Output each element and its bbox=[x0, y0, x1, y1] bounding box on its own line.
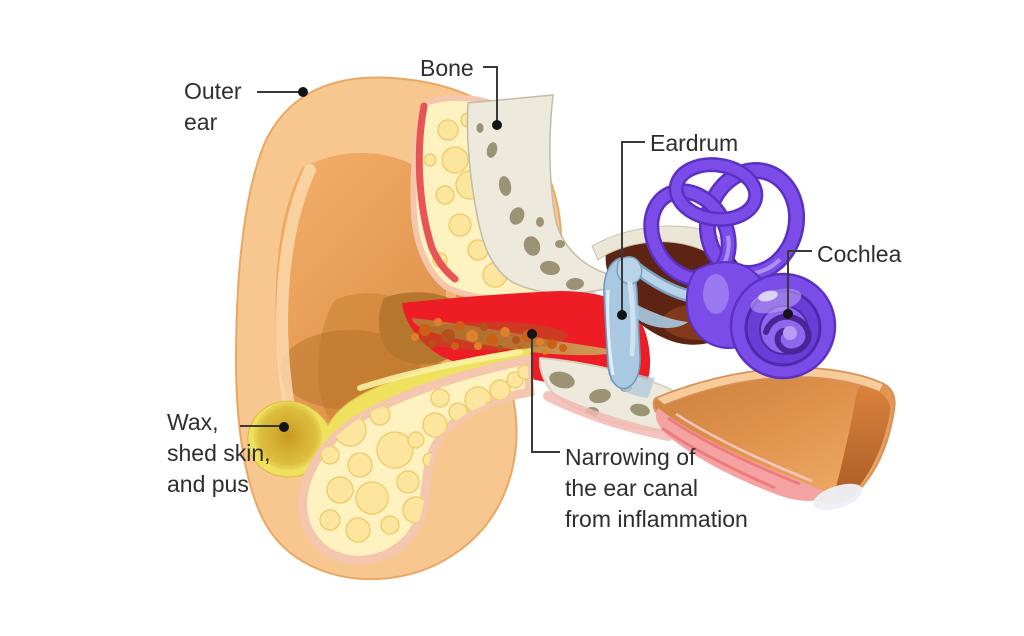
label-line: Bone bbox=[420, 55, 474, 81]
label-line: shed skin, bbox=[167, 440, 271, 466]
tube-skin-rim bbox=[654, 367, 886, 406]
leader-eardrum bbox=[621, 141, 645, 312]
helix-fold-edge bbox=[415, 102, 459, 283]
label-line: Outer bbox=[184, 78, 242, 104]
leader-bone bbox=[483, 66, 498, 122]
leader-dots bbox=[279, 87, 793, 432]
label-line: the ear canal bbox=[565, 475, 698, 501]
label-line: ear bbox=[184, 109, 218, 135]
label-eardrum: Eardrum bbox=[650, 128, 738, 159]
malleus-handle bbox=[627, 281, 636, 357]
leader-narrowing bbox=[531, 337, 560, 453]
label-line: Eardrum bbox=[650, 130, 739, 156]
leader-lines bbox=[240, 66, 812, 453]
label-line: Cochlea bbox=[817, 241, 902, 267]
malleus-head bbox=[616, 256, 643, 285]
tube-end-face bbox=[835, 386, 891, 496]
lower-fat-tissue bbox=[298, 354, 535, 565]
label-line: and pus bbox=[167, 471, 249, 497]
label-cochlea: Cochlea bbox=[817, 239, 901, 270]
label-bone: Bone bbox=[420, 53, 474, 84]
leader-cochlea bbox=[787, 250, 812, 311]
cochlea-shape bbox=[729, 272, 837, 380]
label-narrowing: Narrowing of the ear canal from inflamma… bbox=[565, 442, 748, 535]
label-line: from inflammation bbox=[565, 506, 748, 532]
narrowed-lumen bbox=[412, 318, 625, 356]
label-wax: Wax, shed skin, and pus bbox=[167, 407, 271, 500]
label-line: Narrowing of bbox=[565, 444, 696, 470]
debris-dots bbox=[411, 318, 567, 355]
label-outer-ear: Outer ear bbox=[184, 76, 242, 138]
label-line: Wax, bbox=[167, 409, 219, 435]
